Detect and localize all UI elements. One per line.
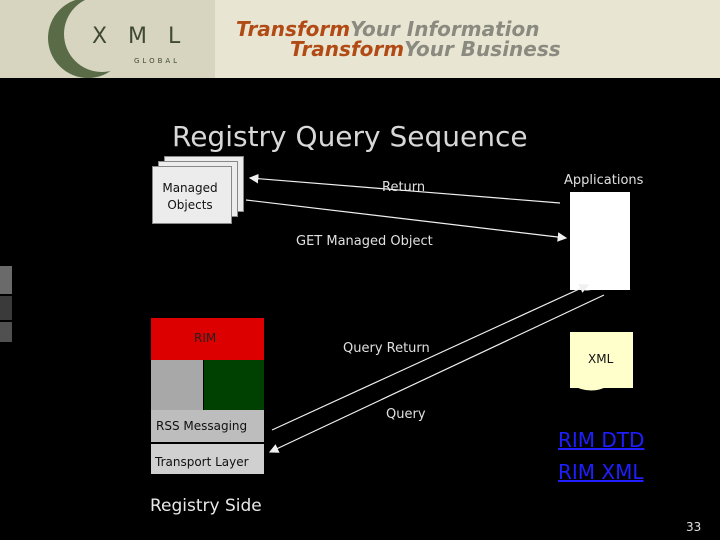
tagline-1-accent: Transform: [236, 17, 351, 41]
transport-layer: [151, 444, 264, 474]
managed-objects-label: Managed Objects: [162, 181, 218, 212]
get-managed-object-arrow: [245, 199, 568, 242]
rim-label: RIM: [194, 331, 217, 345]
managed-object-doc-front: [152, 166, 232, 224]
logo-letter-x: X: [92, 24, 108, 49]
rss-messaging-label: RSS Messaging: [156, 419, 248, 433]
registry-side-label: Registry Side: [150, 496, 262, 516]
return-label: Return: [382, 180, 426, 195]
logo-subtitle: GLOBAL: [134, 57, 181, 65]
tagline-2-rest: Your Business: [404, 37, 561, 61]
applications-label: Applications: [564, 173, 644, 188]
query-return-arrow: [271, 284, 590, 431]
get-managed-object-label: GET Managed Object: [296, 234, 433, 249]
rss-messaging-layer: [151, 410, 264, 442]
rim-xml-link[interactable]: RIM XML: [558, 460, 644, 484]
query-return-label: Query Return: [343, 341, 430, 356]
page-number: 33: [686, 520, 702, 534]
slide-title: Registry Query Sequence: [172, 120, 528, 153]
rim-block: [151, 318, 264, 360]
header-banner: X M L GLOBAL TransformYour Information T…: [0, 0, 720, 78]
transport-layer-label: Transport Layer: [155, 455, 249, 469]
rim-grey-cell: [151, 360, 203, 410]
query-label: Query: [386, 407, 426, 422]
rim-dtd-link[interactable]: RIM DTD: [558, 428, 645, 452]
xml-label: XML: [588, 352, 614, 366]
side-strip: [0, 296, 12, 320]
side-strip: [0, 322, 12, 342]
logo-swoosh-icon: [48, 0, 140, 78]
logo-letter-m: M: [128, 24, 147, 49]
logo-letter-l: L: [168, 24, 181, 49]
tagline-line-2: TransformYour Business: [290, 37, 561, 61]
rim-green-cell: [204, 360, 264, 410]
side-strip: [0, 266, 12, 294]
applications-document: [570, 192, 630, 290]
logo: X M L GLOBAL: [0, 0, 215, 78]
tagline-1-rest: Your Information: [350, 17, 540, 41]
tagline-2-accent: Transform: [290, 37, 405, 61]
query-arrow: [268, 294, 605, 453]
tagline-line-1: TransformYour Information: [236, 17, 540, 41]
